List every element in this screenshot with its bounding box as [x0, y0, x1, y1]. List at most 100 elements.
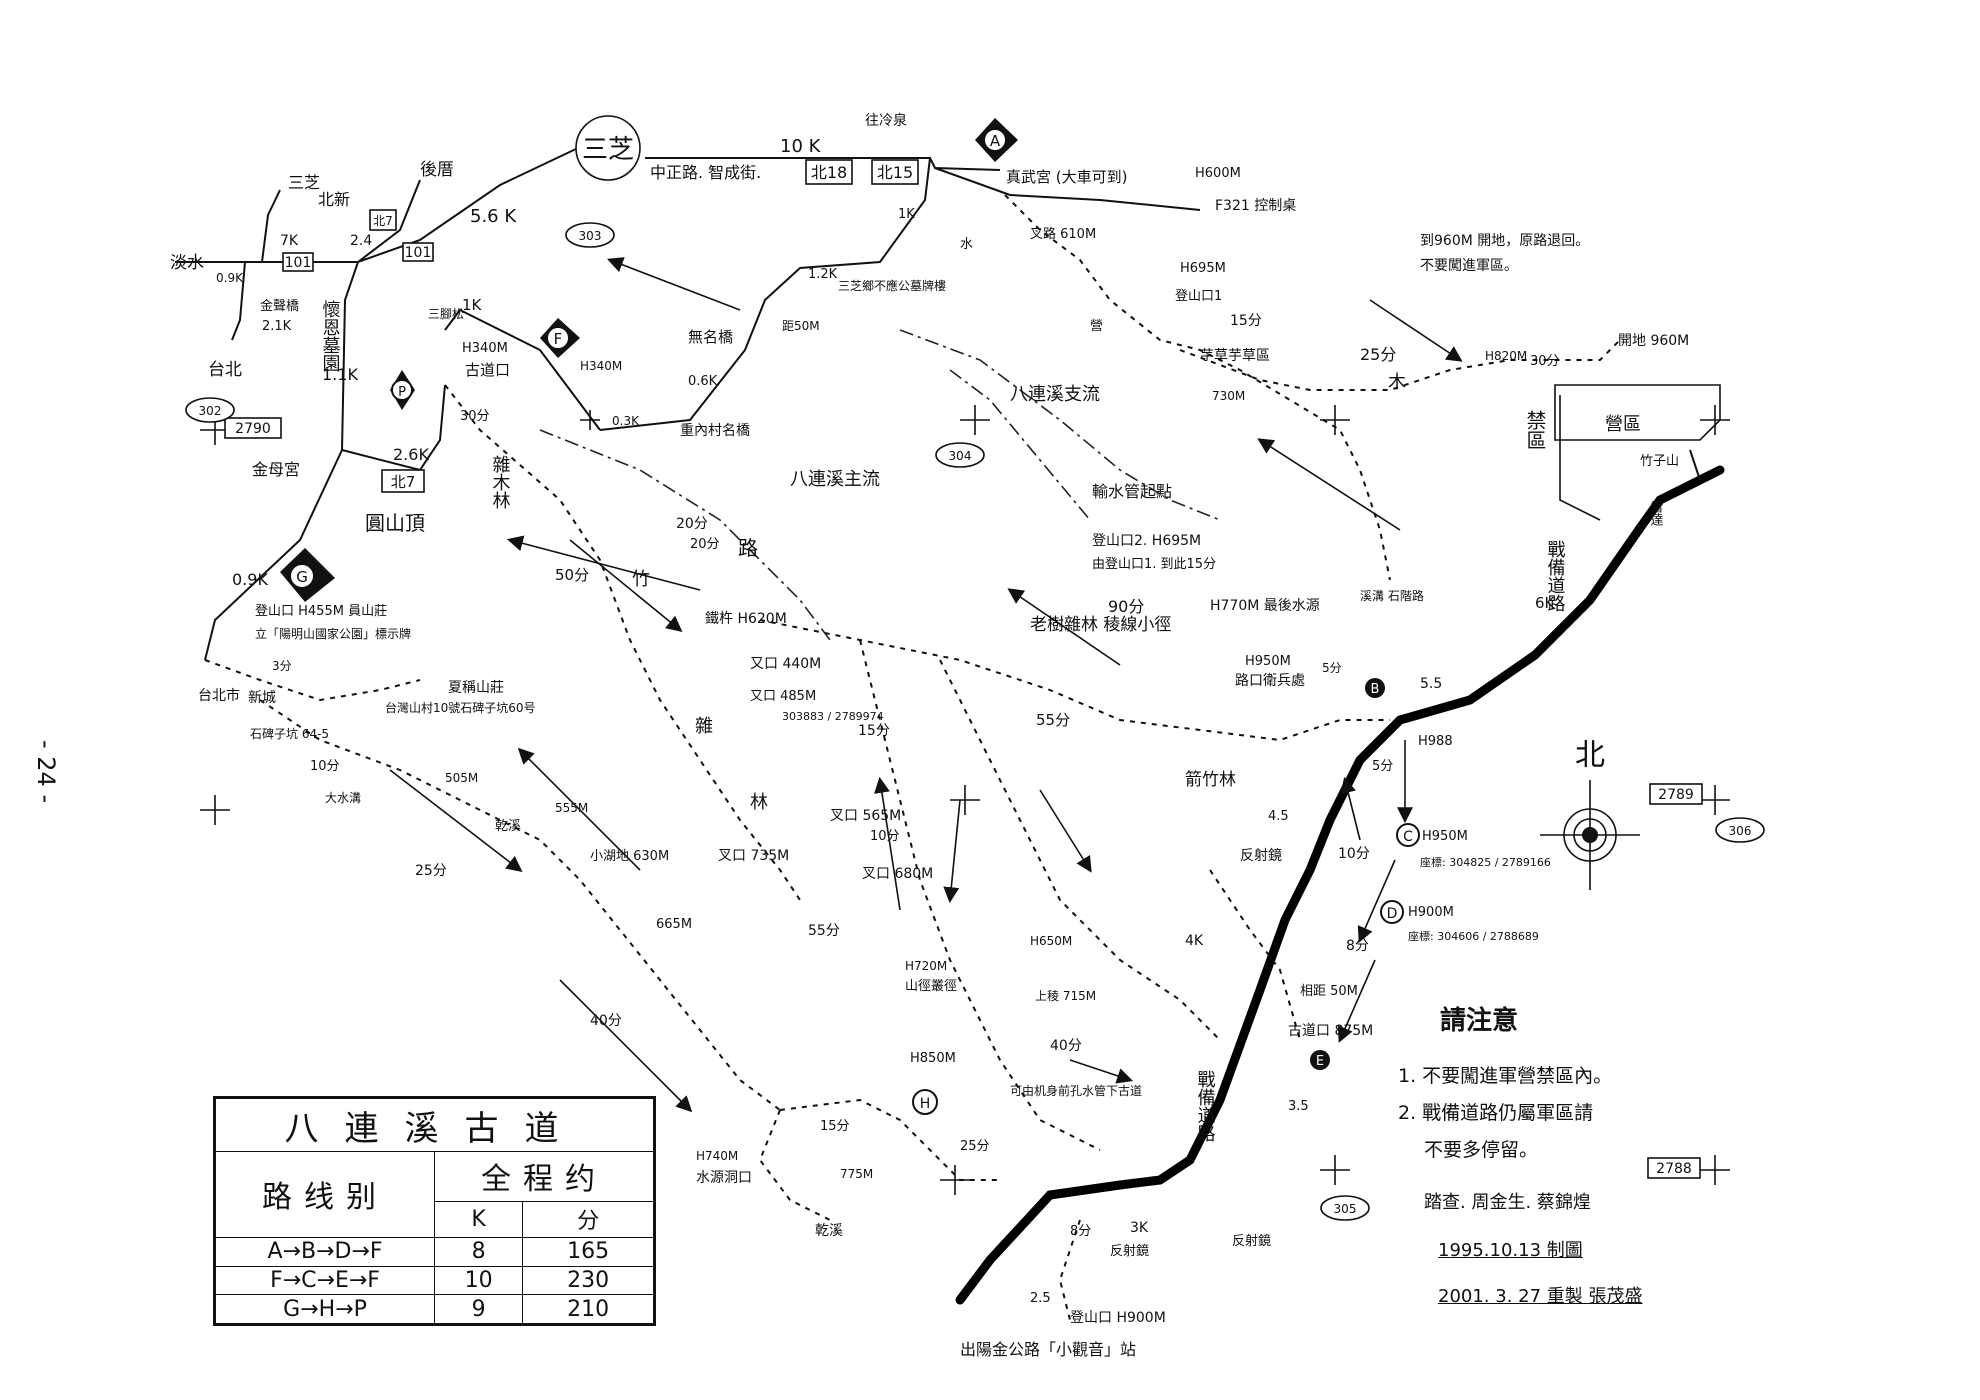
- label-bualian-branch: 八連溪支流: [1010, 384, 1100, 405]
- label-k1k: 1K: [898, 207, 915, 222]
- marker-F[interactable]: F: [540, 318, 580, 358]
- marker-D[interactable]: D: [1380, 900, 1404, 924]
- svg-text:H: H: [920, 1096, 931, 1112]
- marker-C[interactable]: C: [1396, 823, 1420, 847]
- marker-B[interactable]: B: [1365, 678, 1385, 698]
- label-min5b: 5分: [1322, 661, 1342, 675]
- label-kaoji: 夏稱山莊: [448, 680, 504, 696]
- label-k06: 0.6K: [688, 374, 718, 389]
- label-xueshan: 台灣山村10號石碑子坑60号: [385, 700, 536, 715]
- label-fanshejing: 反射鏡: [1240, 848, 1282, 864]
- label-jinsheng: 金聲橋: [260, 298, 299, 314]
- label-56k: 5.6 K: [470, 206, 517, 227]
- label-h600: H600M: [1195, 166, 1241, 181]
- label-h735: 叉口 735M: [718, 848, 789, 864]
- label-h770: H770M 最後水源: [1210, 598, 1320, 614]
- road-to-sanzhi-small: [261, 189, 281, 263]
- svg-text:A: A: [990, 132, 1001, 150]
- label-min3: 3分: [272, 659, 292, 673]
- road-jinsheng: [231, 261, 246, 341]
- arrow-9: [559, 979, 693, 1113]
- label-xicheng: 新城: [248, 690, 276, 706]
- north-arrow: 北: [1540, 738, 1640, 890]
- svg-text:C: C: [1403, 829, 1413, 845]
- road-zhongzheng: [645, 157, 1001, 171]
- label-za: 雜: [695, 716, 713, 737]
- marker-H[interactable]: H: [912, 1089, 938, 1115]
- label-21k: 2.1K: [262, 319, 292, 334]
- svg-text:F: F: [554, 330, 563, 348]
- label-chongnei: 重內村名橋: [680, 423, 750, 439]
- label-beixin: 北新: [318, 190, 350, 209]
- page-number: - 24 -: [32, 740, 60, 803]
- label-h695: H695M: [1180, 261, 1226, 276]
- svg-text:D: D: [1387, 906, 1398, 922]
- route-bei15: 北15: [877, 163, 913, 182]
- label-h680: 叉口 680M: [862, 866, 933, 882]
- road-top-a: [934, 167, 1201, 211]
- marker-P[interactable]: P: [390, 370, 415, 410]
- label-h775: 775M: [840, 1167, 873, 1181]
- notes-date-2: 2001. 3. 27 重製 張茂盛: [1438, 1286, 1643, 1307]
- label-min20b: 20分: [690, 537, 720, 552]
- label-f321: F321 控制桌: [1215, 198, 1296, 214]
- trail-ridge-center: [759, 619, 1390, 742]
- label-shuiguan: 輸水管起點: [1092, 482, 1172, 501]
- label-7k: 7K: [280, 233, 299, 249]
- label-h730: 730M: [1212, 389, 1245, 403]
- arrow-3: [1257, 438, 1401, 531]
- label-denglu2: 登山口2. H695M: [1092, 533, 1201, 549]
- road-f: [444, 308, 601, 431]
- legend-row: G→H→P 9 210: [215, 1294, 654, 1324]
- label-youji: 可由机身前孔水管下古道: [1010, 1083, 1142, 1098]
- label-h740: H740M: [696, 1149, 738, 1163]
- label-h565: 叉口 565M: [830, 808, 901, 824]
- marker-E[interactable]: E: [1310, 1050, 1330, 1070]
- arrow-12: [1069, 1059, 1134, 1084]
- label-denglu2b: 由登山口1. 到此15分: [1092, 557, 1216, 572]
- road-zhuzishan: [1689, 449, 1701, 481]
- label-min25: 25分: [1360, 345, 1396, 364]
- arrow-15: [1337, 959, 1376, 1043]
- label-09k-b: 0.9K: [216, 271, 244, 285]
- arrow-6: [506, 535, 701, 591]
- legend-col-route: 路线别: [215, 1151, 435, 1238]
- label-min25c: 25分: [960, 1139, 990, 1154]
- label-min25b: 25分: [415, 863, 447, 879]
- label-shanjing: 山徑叢徑: [905, 979, 957, 994]
- label-24: 2.4: [350, 233, 372, 249]
- label-h340b: H340M: [580, 359, 622, 373]
- label-4k: 4K: [1185, 933, 1204, 949]
- label-maograss: 芋草芋草區: [1200, 348, 1270, 364]
- notes-credit: 踏查. 周金生. 蔡錦煌: [1424, 1192, 1591, 1213]
- label-min8b: 8分: [1070, 1224, 1091, 1239]
- label-fanshejing3: 反射鏡: [1232, 1233, 1271, 1249]
- label-zhuzishan: 竹子山: [1640, 454, 1679, 469]
- route-legend-table: 八連溪古道 路线别 全程约 K 分 A→B→D→F 8 165 F→C→E→F …: [213, 1096, 656, 1326]
- road-north-3: [341, 261, 359, 451]
- label-min55: 55分: [1036, 711, 1070, 729]
- marker-A[interactable]: A: [975, 118, 1018, 162]
- label-1k: 1K: [462, 296, 483, 314]
- route-101b: 101: [405, 245, 432, 261]
- stream-main: [539, 429, 831, 641]
- north-label: 北: [1575, 738, 1605, 773]
- label-lu: 路: [738, 536, 758, 560]
- label-jinmugong: 金母宮: [252, 460, 300, 479]
- stream-branch: [899, 329, 1221, 521]
- road-bei7: [341, 384, 446, 472]
- grid-2788: 2788: [1656, 1161, 1692, 1177]
- label-taipei: 台北市: [198, 687, 240, 704]
- label-laoshu: 老樹雜林 稜線小徑: [1030, 615, 1171, 635]
- notes-item-2: 2. 戰備道路仍屬軍區請: [1398, 1102, 1594, 1124]
- grid-305: 305: [1334, 1202, 1357, 1216]
- military-zone-outline: [1554, 384, 1721, 441]
- label-huaien: 懷恩墓園: [320, 300, 341, 372]
- arrow-4: [1007, 588, 1121, 666]
- marker-G[interactable]: G: [280, 548, 335, 602]
- label-h900-bottom: 登山口 H900M: [1070, 1310, 1166, 1326]
- label-ganxi: 乾溪: [815, 1223, 843, 1239]
- route-bei7a: 北7: [373, 214, 393, 228]
- label-h340: H340M: [462, 341, 508, 356]
